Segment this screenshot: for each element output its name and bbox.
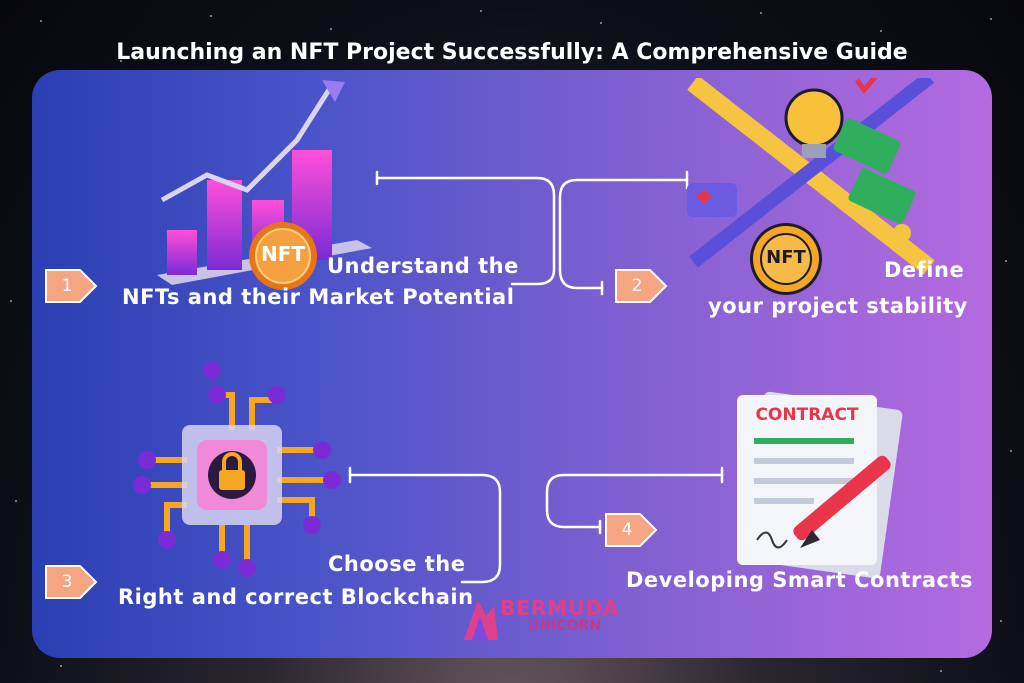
connector-lines bbox=[348, 170, 724, 584]
step-4-line1: Developing Smart Contracts bbox=[626, 568, 973, 592]
money-icon bbox=[833, 118, 916, 224]
step-1-line2: NFTs and their Market Potential bbox=[122, 285, 515, 309]
step-number: 2 bbox=[631, 276, 643, 296]
step-badge-4: 4 bbox=[602, 510, 658, 550]
step-1-line1: Understand the bbox=[327, 254, 519, 278]
step-3-line2: Right and correct Blockchain bbox=[118, 585, 474, 609]
nft-coin-icon: NFT bbox=[247, 220, 319, 292]
step-badge-1: 1 bbox=[42, 266, 98, 306]
project-tools-illustration bbox=[672, 71, 942, 278]
step-badge-2: 2 bbox=[612, 266, 668, 306]
lightbulb-icon bbox=[784, 88, 844, 158]
page-title: Launching an NFT Project Successfully: A… bbox=[116, 40, 908, 65]
contract-icon: CONTRACT bbox=[722, 390, 922, 590]
brand-logo: BERMUDA UNICORN bbox=[460, 594, 630, 644]
step-2-line2: your project stability bbox=[708, 294, 968, 318]
step-3-line1: Choose the bbox=[328, 552, 466, 576]
nft-coin-2-label: NFT bbox=[766, 247, 806, 268]
chip-lock-icon bbox=[127, 360, 357, 580]
brand-line1: BERMUDA bbox=[500, 596, 620, 620]
pencil-icon bbox=[689, 71, 935, 268]
step-badge-3: 3 bbox=[42, 562, 98, 602]
coffee-cup-icon bbox=[687, 183, 737, 217]
nft-coin-1-label: NFT bbox=[260, 242, 306, 266]
nft-coin-icon: NFT bbox=[747, 220, 825, 298]
step-number: 1 bbox=[61, 276, 73, 296]
step-2-line1: Define bbox=[884, 258, 965, 282]
step-number: 3 bbox=[61, 572, 73, 592]
brand-line2: UNICORN bbox=[528, 618, 601, 634]
guide-panel: NFT bbox=[32, 70, 992, 658]
contract-title: CONTRACT bbox=[755, 405, 859, 425]
step-number: 4 bbox=[621, 520, 633, 540]
pen-icon bbox=[793, 455, 891, 548]
